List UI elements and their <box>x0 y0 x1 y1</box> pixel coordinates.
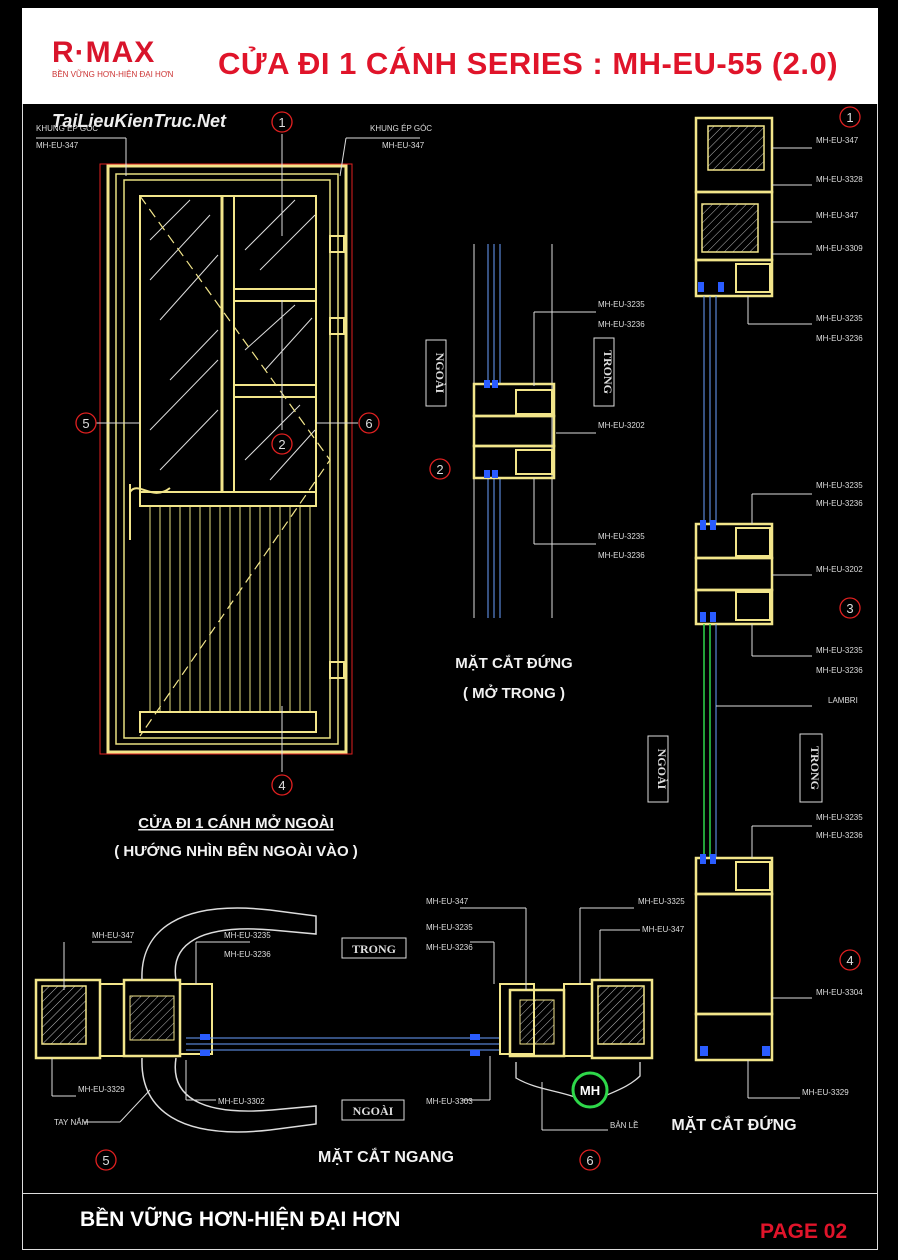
label-ngoai-right: NGOÀI <box>647 735 669 803</box>
right-code-14: MH-EU-3236 <box>816 831 863 840</box>
vertical-section-right: MH-EU-347 MH-EU-3328 MH-EU-347 MH-EU-330… <box>647 106 863 1134</box>
bottom-code-l4: MH-EU-3329 <box>78 1085 125 1094</box>
label-trong-right: TRONG <box>799 733 823 803</box>
bottom-code-r5: MH-EU-3325 <box>638 897 685 906</box>
bottom-code-hinge: BẢN LỀ <box>610 1120 638 1130</box>
mid-subcaption: ( MỞ TRONG ) <box>463 684 565 702</box>
elevation-caption: CỬA ĐI 1 CÁNH MỞ NGOÀI <box>138 814 334 832</box>
marker-right-4: 4 <box>839 949 861 971</box>
door-elevation: KHUNG ÉP GÓC MH-EU-347 KHUNG ÉP GÓC MH-E… <box>36 111 432 860</box>
right-code-7: MH-EU-3235 <box>816 481 863 490</box>
label-corner-joint-right: KHUNG ÉP GÓC <box>370 124 432 133</box>
right-code-5: MH-EU-3235 <box>816 314 863 323</box>
mid-code-4: MH-EU-3235 <box>598 532 645 541</box>
sheet-title: CỬA ĐI 1 CÁNH SERIES : MH-EU-55 (2.0) <box>218 46 839 81</box>
right-code-3: MH-EU-347 <box>816 211 859 220</box>
right-code-1: MH-EU-347 <box>816 136 859 145</box>
right-code-8: MH-EU-3236 <box>816 499 863 508</box>
right-code-11: MH-EU-3236 <box>816 666 863 675</box>
mid-code-3: MH-EU-3202 <box>598 421 645 430</box>
logo-tagline: BỀN VỮNG HƠN-HIỆN ĐẠI HƠN <box>52 70 174 79</box>
marker-4: 4 <box>271 774 293 796</box>
mid-code-5: MH-EU-3236 <box>598 551 645 560</box>
label-trong-mid: TRONG <box>593 337 615 407</box>
right-code-lambri: LAMBRI <box>828 696 858 705</box>
elevation-subcaption: ( HƯỚNG NHÌN BÊN NGOÀI VÀO ) <box>114 842 358 860</box>
bottom-code-r3: MH-EU-3236 <box>426 943 473 952</box>
right-code-16: MH-EU-3329 <box>802 1088 849 1097</box>
svg-text:6: 6 <box>365 416 372 431</box>
right-code-6: MH-EU-3236 <box>816 334 863 343</box>
right-code-13: MH-EU-3235 <box>816 813 863 822</box>
label-ngoai-mid: NGOÀI <box>425 339 447 407</box>
svg-text:3: 3 <box>846 601 853 616</box>
bottom-code-handle: TAY NẮM <box>54 1118 89 1127</box>
bottom-code-l2: MH-EU-3235 <box>224 931 271 940</box>
mid-code-2: MH-EU-3236 <box>598 320 645 329</box>
mh-badge: MH <box>571 1071 609 1109</box>
sheet-header: R·MAX BỀN VỮNG HƠN-HIỆN ĐẠI HƠN CỬA ĐI 1… <box>22 8 878 104</box>
footer-divider <box>22 1193 878 1194</box>
horizontal-section: MH TRONG NGOÀI <box>34 897 685 1171</box>
svg-text:MH: MH <box>580 1083 600 1098</box>
bottom-code-l6: MH-EU-3302 <box>218 1097 265 1106</box>
page-number: PAGE 02 <box>760 1220 848 1243</box>
svg-text:4: 4 <box>278 778 285 793</box>
right-code-15: MH-EU-3304 <box>816 988 863 997</box>
svg-text:2: 2 <box>278 437 285 452</box>
label-trong-bottom: TRONG <box>341 937 407 959</box>
bottom-caption: MẶT CẮT NGANG <box>318 1147 454 1166</box>
mid-code-1: MH-EU-3235 <box>598 300 645 309</box>
marker-right-3: 3 <box>839 597 861 619</box>
marker-1: 1 <box>271 111 293 133</box>
svg-text:1: 1 <box>846 110 853 125</box>
svg-text:TRONG: TRONG <box>808 746 822 790</box>
svg-text:4: 4 <box>846 953 853 968</box>
svg-text:6: 6 <box>586 1153 593 1168</box>
label-ngoai-bottom: NGOÀI <box>341 1099 405 1121</box>
right-caption: MẶT CẮT ĐỨNG <box>671 1115 796 1134</box>
svg-text:NGOÀI: NGOÀI <box>655 749 669 790</box>
rmax-logo: R·MAX <box>52 36 156 69</box>
marker-bottom-5: 5 <box>95 1149 117 1171</box>
bottom-code-r1: MH-EU-347 <box>426 897 469 906</box>
svg-text:5: 5 <box>102 1153 109 1168</box>
mid-caption: MẶT CẮT ĐỨNG <box>455 654 572 672</box>
vertical-section-mid: MH-EU-3235 MH-EU-3236 MH-EU-3202 MH-EU-3… <box>425 244 645 702</box>
label-code-right: MH-EU-347 <box>382 141 425 150</box>
bottom-code-l3: MH-EU-3236 <box>224 950 271 959</box>
drawing-border <box>22 104 878 1250</box>
right-code-9: MH-EU-3202 <box>816 565 863 574</box>
svg-text:2: 2 <box>436 462 443 477</box>
bottom-code-r2: MH-EU-3235 <box>426 923 473 932</box>
watermark-text: TaiLieuKienTruc.Net <box>52 111 227 131</box>
svg-text:TRONG: TRONG <box>601 350 615 394</box>
svg-text:NGOÀI: NGOÀI <box>433 353 447 394</box>
marker-5: 5 <box>75 412 97 434</box>
bottom-code-l1: MH-EU-347 <box>92 931 135 940</box>
bottom-code-r4: MH-EU-3303 <box>426 1097 473 1106</box>
bottom-code-r6: MH-EU-347 <box>642 925 685 934</box>
right-code-2: MH-EU-3328 <box>816 175 863 184</box>
svg-text:NGOÀI: NGOÀI <box>353 1104 394 1118</box>
marker-right-1: 1 <box>839 106 861 128</box>
footer-slogan: BỀN VỮNG HƠN-HIỆN ĐẠI HƠN <box>80 1208 401 1231</box>
svg-text:1: 1 <box>278 115 285 130</box>
marker-mid-2: 2 <box>429 458 451 480</box>
svg-text:5: 5 <box>82 416 89 431</box>
svg-text:TRONG: TRONG <box>352 942 396 956</box>
marker-bottom-6: 6 <box>579 1149 601 1171</box>
label-code-left: MH-EU-347 <box>36 141 79 150</box>
marker-6: 6 <box>358 412 380 434</box>
right-code-10: MH-EU-3235 <box>816 646 863 655</box>
right-code-4: MH-EU-3309 <box>816 244 863 253</box>
marker-2: 2 <box>271 433 293 455</box>
label-corner-joint-left: KHUNG ÉP GÓC <box>36 124 98 133</box>
